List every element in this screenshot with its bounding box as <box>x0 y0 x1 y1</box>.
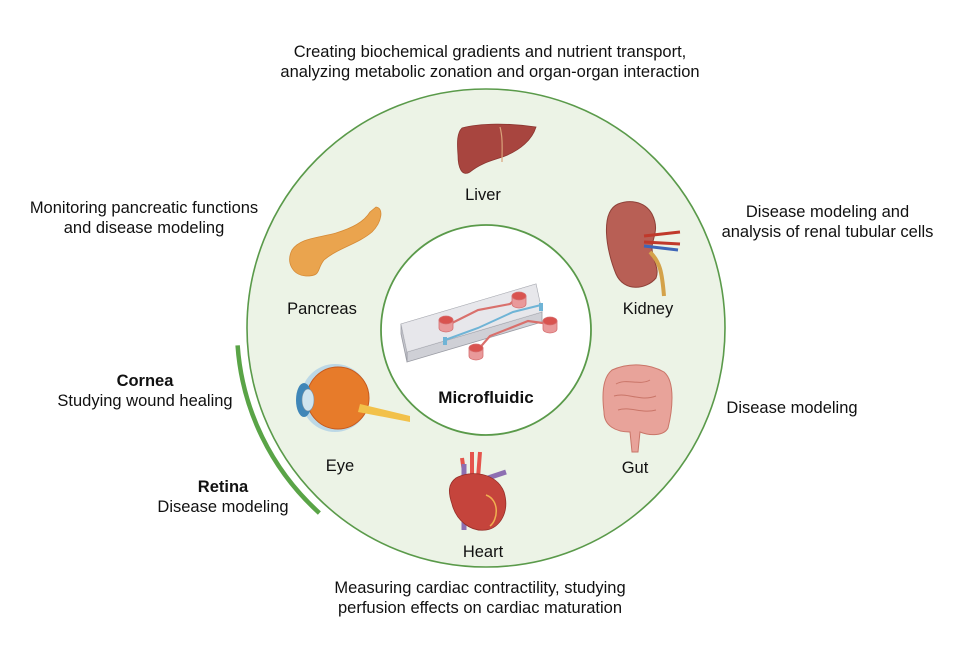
application-retina-text: Disease modeling <box>157 498 289 516</box>
application-cornea-title: Cornea <box>116 372 174 390</box>
application-heart: Measuring cardiac contractility, studyin… <box>290 578 670 618</box>
application-pancreas: Monitoring pancreatic functions and dise… <box>0 198 288 238</box>
application-retina: Retina Disease modeling <box>143 477 303 517</box>
organ-label-pancreas: Pancreas <box>287 300 357 318</box>
organ-label-eye: Eye <box>325 457 355 475</box>
application-kidney-line: analysis of renal tubular cells <box>721 223 934 241</box>
application-pancreas-line: Monitoring pancreatic functions <box>29 199 259 217</box>
center-label: Microfluidic <box>438 388 534 407</box>
eye-icon <box>296 364 410 432</box>
heart-icon <box>448 451 507 531</box>
application-pancreas-line: and disease modeling <box>63 219 225 237</box>
application-heart-line: Measuring cardiac contractility, studyin… <box>334 579 626 597</box>
application-heart-line: perfusion effects on cardiac maturation <box>337 599 623 617</box>
application-cornea: Cornea Studying wound healing <box>40 371 250 411</box>
application-liver-line: Creating biochemical gradients and nutri… <box>293 43 687 61</box>
application-liver: Creating biochemical gradients and nutri… <box>240 42 740 82</box>
microfluidic-chip-icon <box>400 283 558 363</box>
gut-icon <box>602 364 673 453</box>
organ-label-gut: Gut <box>621 459 649 477</box>
organ-label-liver: Liver <box>465 186 501 204</box>
organ-label-kidney: Kidney <box>622 300 674 318</box>
application-kidney: Disease modeling and analysis of renal t… <box>700 202 955 242</box>
liver-icon <box>457 123 537 174</box>
organ-label-heart: Heart <box>462 543 504 561</box>
application-liver-line: analyzing metabolic zonation and organ-o… <box>280 63 700 81</box>
kidney-icon <box>606 201 681 297</box>
application-gut: Disease modeling <box>712 398 872 418</box>
eye-highlight-arc <box>235 345 321 515</box>
application-cornea-text: Studying wound healing <box>57 392 233 410</box>
application-retina-title: Retina <box>197 478 249 496</box>
pancreas-icon <box>289 206 382 277</box>
application-kidney-line: Disease modeling and <box>745 203 910 221</box>
application-gut-line: Disease modeling <box>726 399 858 417</box>
